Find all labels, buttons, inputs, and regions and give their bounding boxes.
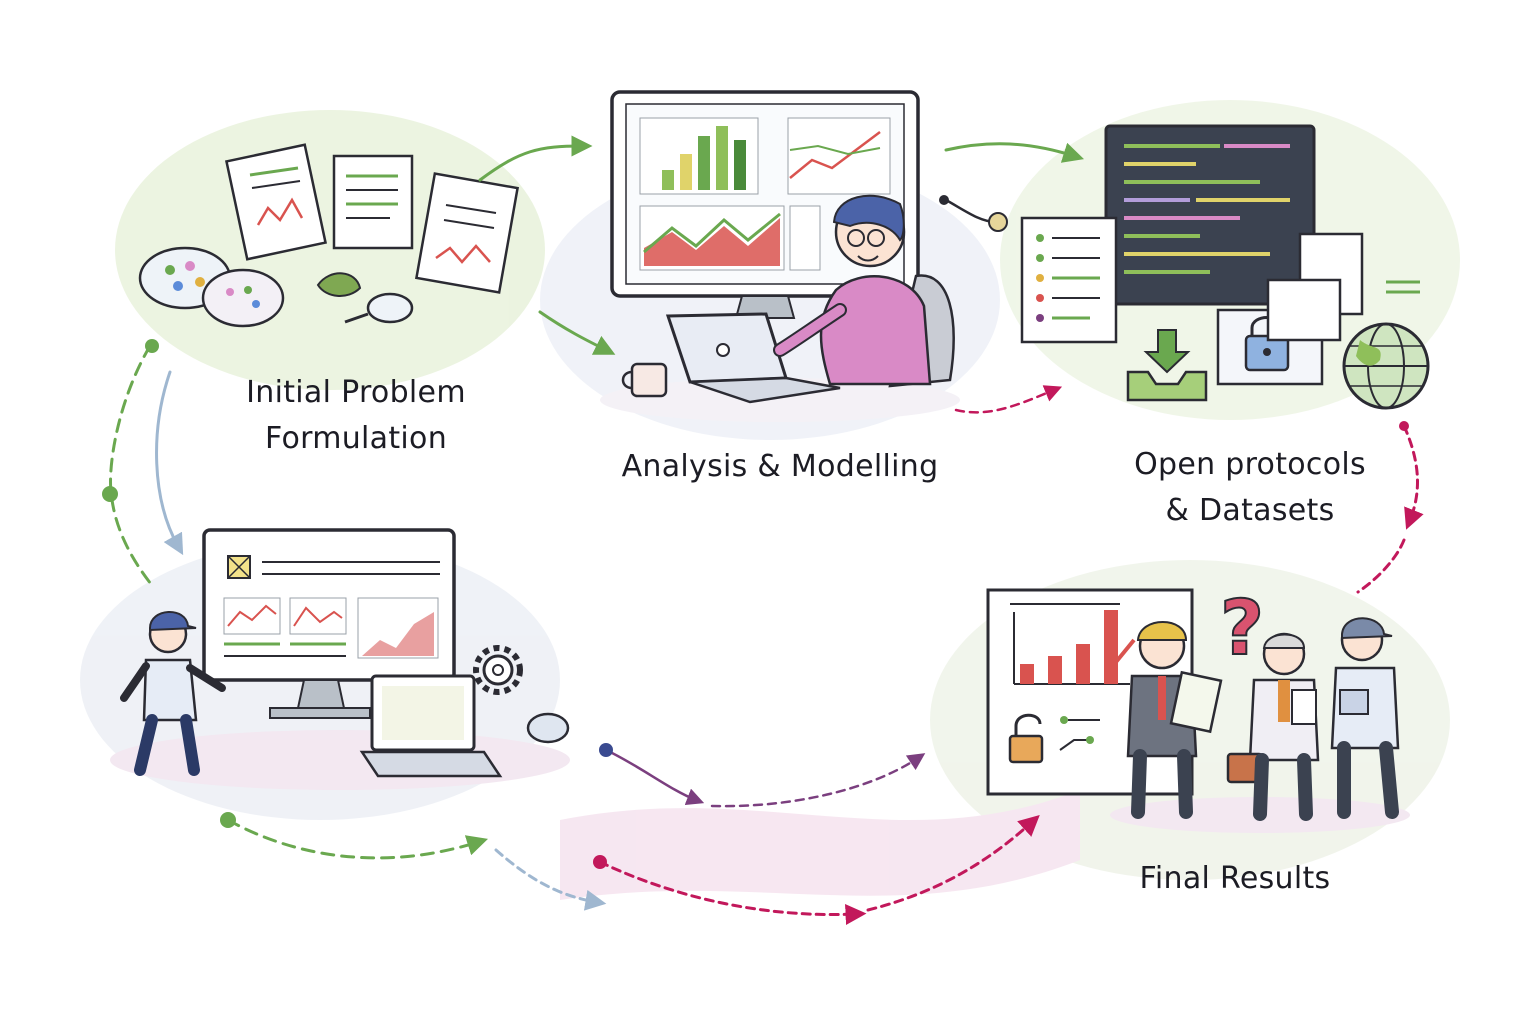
arrow-analysis-to-open-lower <box>954 385 1063 414</box>
stage-label-line: Initial Problem <box>246 375 466 410</box>
document-icon <box>332 154 414 250</box>
document-icon <box>224 143 328 261</box>
arrow-bottom-magenta <box>598 860 867 925</box>
coffee-mug-icon <box>621 362 668 398</box>
arrow-open-to-results-lower <box>1356 538 1406 594</box>
arrow-analysis-to-open <box>944 142 1085 163</box>
analysis-illustration <box>610 90 955 404</box>
question-mark-icon: ? <box>1220 583 1264 672</box>
open-protocols-illustration <box>1020 124 1430 410</box>
stage-label-problem-formulation: Initial Problem Formulation <box>206 370 506 462</box>
engineer-figure <box>120 611 226 776</box>
laptop-icon <box>359 674 503 778</box>
leaf-sample <box>316 272 362 297</box>
padlock-icon <box>1008 713 1044 764</box>
petri-dish-icon <box>526 712 570 744</box>
clipboard-icon <box>1169 670 1223 734</box>
arrow-loop-left <box>109 344 156 590</box>
download-inbox-icon <box>1126 329 1208 402</box>
person-figure <box>1126 621 1223 819</box>
stage-label-line: Final Results <box>1139 861 1331 896</box>
final-results-illustration: ? <box>986 582 1400 821</box>
clipboard-icon <box>1291 689 1317 725</box>
arrow-bottom-blue <box>494 848 607 911</box>
code-editor-icon <box>1104 124 1316 306</box>
monitor-icon <box>610 90 920 319</box>
arrow-problem-to-analysis <box>478 135 593 182</box>
stage-label-line: Formulation <box>264 421 448 456</box>
flow-arrows <box>109 135 1424 925</box>
problem-formulation-illustration <box>138 143 520 328</box>
stage-label-line: & Datasets <box>1165 493 1335 528</box>
arrow-loop-left-inner <box>155 370 184 556</box>
arrow-implementation-to-results-2 <box>710 753 926 808</box>
arrow-open-to-results <box>1402 424 1424 530</box>
globe-icon <box>1342 322 1430 410</box>
stage-label-line: Open protocols <box>1134 447 1366 482</box>
gear-icon <box>473 645 523 695</box>
stage-label-final-results: Final Results <box>1100 856 1370 902</box>
arrow-problem-to-analysis-lower <box>538 310 616 355</box>
implementation-illustration <box>120 528 570 778</box>
document-icon <box>414 172 520 294</box>
laptop-icon <box>665 312 841 404</box>
person-figure <box>1226 632 1320 821</box>
checkmark-icon <box>1104 638 1136 666</box>
arrow-bottom-magenta-2 <box>866 814 1040 912</box>
researcher-figure <box>773 194 955 388</box>
monitor-icon <box>202 528 456 719</box>
arrow-implementation-to-results <box>604 748 705 806</box>
document-icon <box>1266 278 1342 342</box>
arrow-bottom-green <box>226 818 489 860</box>
stage-label-line: Analysis & Modelling <box>621 449 939 484</box>
person-figure <box>1330 617 1400 819</box>
connector-dots <box>102 195 1409 869</box>
petri-dish-icon <box>201 268 285 328</box>
magnifier-icon <box>344 292 414 324</box>
stage-label-open-protocols: Open protocols & Datasets <box>1100 442 1400 534</box>
document-icon <box>1020 216 1118 344</box>
stage-label-analysis: Analysis & Modelling <box>590 444 970 490</box>
